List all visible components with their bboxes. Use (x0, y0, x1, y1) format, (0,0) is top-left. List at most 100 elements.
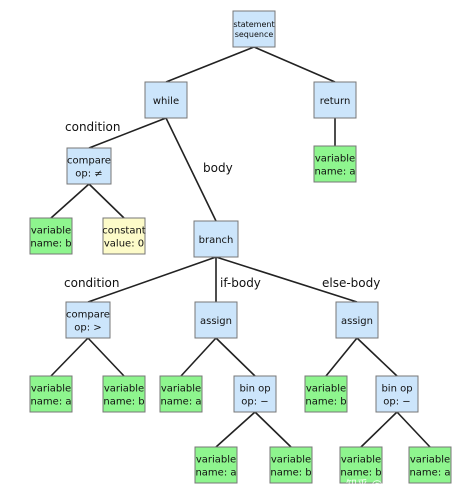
node-label: op: ≠ (75, 169, 102, 180)
node-label: branch (199, 235, 234, 246)
edge-label-condition-branch: condition (64, 276, 119, 290)
node-label: variable (271, 455, 311, 466)
node-binop-1: bin op op: − (233, 375, 277, 413)
node-label: name: a (30, 397, 71, 408)
node-var-b-1: variable name: b (29, 217, 73, 255)
node-var-a-4: variable name: a (194, 446, 238, 484)
node-var-a-ret: variable name: a (313, 145, 357, 183)
edge-assign-1-to-var-a-3 (180, 337, 217, 377)
edge-cmp-gt-to-var-b-2 (87, 337, 125, 377)
node-box (159, 375, 203, 413)
node-var-b-4: variable name: b (269, 446, 313, 484)
edge-binop-1-to-var-a-4 (215, 411, 256, 448)
node-box (102, 375, 146, 413)
node-label: name: a (160, 397, 201, 408)
node-box (269, 446, 313, 484)
edge-assign-1-to-binop-1 (215, 337, 256, 377)
node-label: constant (102, 226, 146, 237)
node-label: assign (200, 316, 232, 327)
edge-while-to-cmp-neq (88, 117, 167, 149)
node-label: return (320, 96, 351, 107)
node-box (375, 375, 419, 413)
node-var-b-3: variable name: b (304, 375, 348, 413)
node-box (66, 147, 112, 185)
edge-label-condition: condition (65, 120, 120, 134)
edge-cmp-gt-to-var-a-2 (50, 337, 89, 377)
node-box (339, 446, 383, 484)
node-cmp-gt: compare op: > (65, 301, 111, 339)
node-label: op: − (383, 397, 410, 408)
node-box (194, 446, 238, 484)
edge-label-if-body: if-body (220, 276, 261, 290)
node-const-0: constant value: 0 (102, 217, 146, 255)
node-box (233, 375, 277, 413)
node-box (144, 81, 188, 119)
node-box (313, 81, 357, 119)
node-label: name: a (195, 468, 236, 479)
node-label: statement (233, 20, 274, 29)
tree-edges (50, 46, 431, 448)
edge-cmp-neq-to-const-0 (88, 183, 125, 219)
edge-binop-2-to-var-b-5 (360, 411, 398, 448)
node-var-b-5: variable name: b (339, 446, 383, 484)
node-label: sequence (235, 30, 274, 39)
edge-binop-2-to-var-a-5 (396, 411, 431, 448)
edge-root-to-while (165, 46, 255, 83)
node-label: compare (66, 310, 110, 321)
node-label: bin op (381, 384, 412, 395)
edge-branch-to-cmp-gt (87, 256, 217, 303)
node-box (313, 145, 357, 183)
node-label: variable (31, 226, 71, 237)
node-label: op: > (74, 323, 101, 334)
node-label: variable (196, 455, 236, 466)
node-var-a-3: variable name: a (159, 375, 203, 413)
node-assign-1: assign (194, 301, 238, 339)
node-label: variable (31, 384, 71, 395)
node-label: variable (341, 455, 381, 466)
node-label: variable (104, 384, 144, 395)
edge-assign-2-to-var-b-3 (325, 337, 358, 377)
node-label: variable (410, 455, 450, 466)
node-box (194, 301, 238, 339)
node-var-a-5: variable name: a (408, 446, 452, 484)
edge-label-else-body: else-body (322, 276, 380, 290)
node-while: while (144, 81, 188, 119)
node-label: name: a (314, 167, 355, 178)
node-label: value: 0 (104, 239, 144, 250)
edge-binop-1-to-var-b-4 (254, 411, 292, 448)
node-label: variable (161, 384, 201, 395)
edge-while-to-branch (165, 117, 217, 222)
node-label: variable (306, 384, 346, 395)
node-label: name: b (340, 468, 381, 479)
node-label: op: − (241, 397, 268, 408)
edge-branch-to-assign-2 (215, 256, 358, 303)
edge-label-body: body (203, 161, 233, 175)
edge-assign-2-to-binop-2 (356, 337, 398, 377)
node-box (232, 10, 276, 48)
node-label: assign (341, 316, 373, 327)
node-label: bin op (239, 384, 270, 395)
node-label: name: b (305, 397, 346, 408)
node-return: return (313, 81, 357, 119)
node-box (29, 375, 73, 413)
node-label: name: b (270, 468, 311, 479)
edge-root-to-return (253, 46, 336, 83)
watermark: 知乎 @老刘 (346, 477, 405, 491)
node-label: compare (67, 156, 111, 167)
node-box (29, 217, 73, 255)
node-box (102, 217, 146, 255)
node-label: name: b (103, 397, 144, 408)
node-label: name: b (30, 239, 71, 250)
node-assign-2: assign (335, 301, 379, 339)
edge-cmp-neq-to-var-b-1 (50, 183, 90, 219)
node-box (65, 301, 111, 339)
node-box (193, 220, 239, 258)
node-cmp-neq: compare op: ≠ (66, 147, 112, 185)
node-label: name: a (409, 468, 450, 479)
node-label: variable (315, 154, 355, 165)
node-box (408, 446, 452, 484)
node-var-b-2: variable name: b (102, 375, 146, 413)
